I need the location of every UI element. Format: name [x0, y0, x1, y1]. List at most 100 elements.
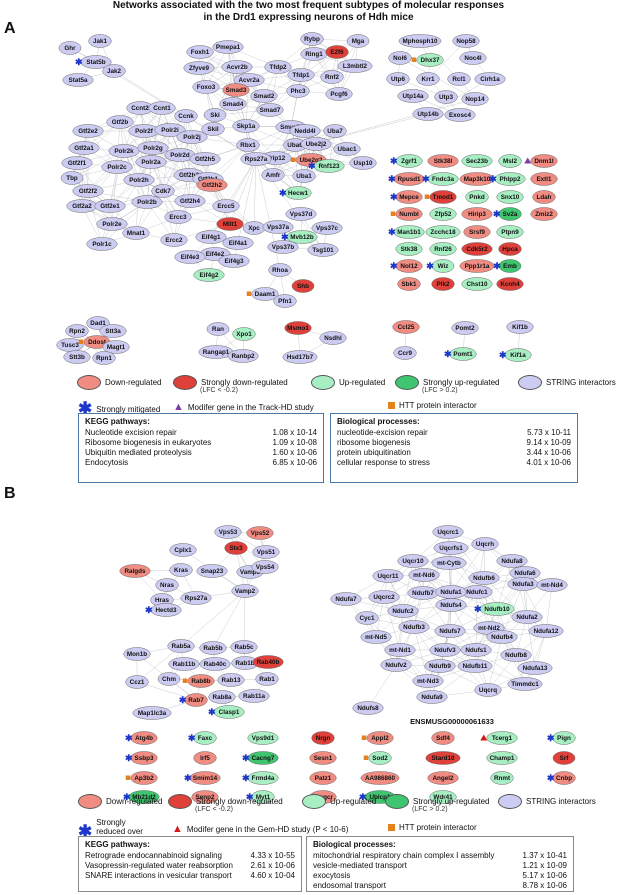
a-node-label: Gtf2a2 [72, 203, 92, 210]
square-icon [182, 678, 188, 683]
a-node-zfp52 [429, 207, 457, 221]
a-node-phlpp2 [494, 172, 526, 186]
a-node-label: Smad2 [254, 93, 275, 100]
b-node-label: Uqcrfs1 [439, 545, 463, 552]
a-node-pomt1 [449, 347, 477, 361]
b-node-label: Vps52 [251, 530, 270, 537]
b-node-mt-nd3 [412, 674, 444, 688]
a-node-label: Mvb12b [290, 234, 314, 241]
a-node-label: Ring1 [305, 51, 323, 58]
kegg-b-pvalue: 4.60 x 10-04 [250, 871, 295, 880]
a-node-label: Utp14a [403, 93, 424, 100]
b-node-hectd3 [150, 603, 182, 617]
bio-heading-a: Biological processes: [337, 417, 420, 426]
a-node-label: Stt3a [105, 328, 121, 335]
network-edge [399, 649, 433, 698]
star-icon: ✱ [474, 604, 482, 614]
a-node-gtf2h4 [174, 194, 206, 208]
b-node-ndufb9 [424, 659, 456, 673]
a-node-tfdp2 [264, 60, 292, 74]
bio-a-pvalue: 9.14 x 10-09 [526, 438, 571, 447]
bio-b-term: mitochondrial respiratory chain complex … [313, 851, 495, 860]
b-node-label: Rab13 [222, 677, 241, 684]
star-icon: ✱ [388, 174, 396, 184]
a-node-smad3 [222, 83, 250, 97]
b-node-stard10 [425, 751, 461, 765]
bio-b-pvalue: 1.37 x 10-41 [522, 851, 567, 860]
a-node-label: Gtf2b [112, 119, 129, 126]
b-node-label: Ndufs7 [439, 628, 461, 635]
b-node-uqcrc2 [368, 590, 400, 604]
a-node-man1b1 [393, 225, 425, 239]
a-node-hirip3 [461, 207, 493, 221]
star-icon: ✱ [184, 773, 192, 783]
b-node-label: Ccz1 [130, 679, 145, 686]
b-node-ndufa8 [496, 554, 528, 568]
network-edge [524, 630, 547, 685]
a-node-polr2i [154, 123, 186, 137]
a-node-label: Pmepa1 [216, 44, 241, 51]
b-node-label: mt-Nd5 [365, 634, 387, 641]
a-node-tmod1 [429, 190, 457, 204]
a-node-skil [201, 122, 225, 136]
a-node-label: Pnkd [469, 194, 485, 201]
b-node-label: Rab5c [235, 644, 254, 651]
a-node-skp1a [232, 119, 260, 133]
network-edge [526, 616, 536, 669]
a-node-label: Mphosph10 [403, 38, 438, 45]
a-node-label: Msl2 [503, 158, 517, 165]
network-edge [253, 158, 257, 229]
a-node-mvb12b [286, 230, 318, 244]
a-node-label: Jak2 [107, 68, 122, 75]
a-node-label: Extl1 [536, 176, 552, 183]
a-node-label: Stat5a [69, 77, 88, 84]
a-node-label: Rnf26 [434, 246, 452, 253]
b-node-label: Ssbp3 [135, 755, 154, 762]
star-icon: ✱ [390, 156, 398, 166]
a-node-label: Polr2b [137, 199, 157, 206]
square-icon [390, 211, 396, 216]
b-node-label: Ndufa2 [516, 614, 538, 621]
a-node-dhx37 [416, 53, 444, 67]
a-node-stt3a [99, 324, 127, 338]
a-node-label: Kcnh4 [500, 281, 520, 288]
a-node-label: Ercc3 [169, 214, 187, 221]
a-node-nop58 [452, 34, 480, 48]
a-node-phc3 [286, 84, 310, 98]
b-node-label: mt-Nd2 [478, 625, 500, 632]
a-node-label: Gtf2f1 [68, 160, 87, 167]
a-node-polr2g [137, 141, 169, 155]
kegg-b-term: SNARE interactions in vesicular transpor… [85, 871, 232, 880]
star-icon: ✱ [422, 174, 430, 184]
a-node-ubac1 [333, 142, 361, 156]
a-node-label: Nop14 [465, 96, 485, 103]
a-node-ercc5 [212, 199, 240, 213]
a-node-label: Gtf2h4 [180, 198, 200, 205]
a-node-label: Rybp [304, 36, 320, 43]
b-node-label: mt-Nd4 [541, 582, 563, 589]
kegg-a-term: Nucleotide excision repair [85, 428, 177, 437]
a-node-magt1 [102, 340, 130, 354]
a-node-label: Hirip3 [468, 211, 486, 218]
network-edge [297, 38, 313, 92]
b-node-kras [169, 563, 193, 577]
a-node-nsdhl [319, 331, 347, 345]
a-node-rbx1 [236, 138, 260, 152]
a-node-rps27a [240, 152, 272, 166]
b-node-vps52 [246, 526, 274, 540]
b-node-uqcr11 [372, 569, 404, 583]
a-node-label: Phc3 [290, 88, 306, 95]
square-icon [424, 194, 430, 199]
bio-b-row: mitochondrial respiratory chain complex … [313, 851, 567, 861]
network-edge [123, 150, 164, 192]
a-node-label: Polr2c [107, 164, 127, 171]
a-node-l3mbtl2 [337, 59, 373, 73]
a-node-mllt1 [216, 217, 244, 231]
a-node-label: Pomt1 [453, 351, 473, 358]
a-node-zfyve9 [183, 61, 215, 75]
a-node-gtf2h2 [196, 178, 228, 192]
a-node-plk2 [431, 277, 455, 291]
b-node-label: Uqcrh [476, 541, 494, 548]
